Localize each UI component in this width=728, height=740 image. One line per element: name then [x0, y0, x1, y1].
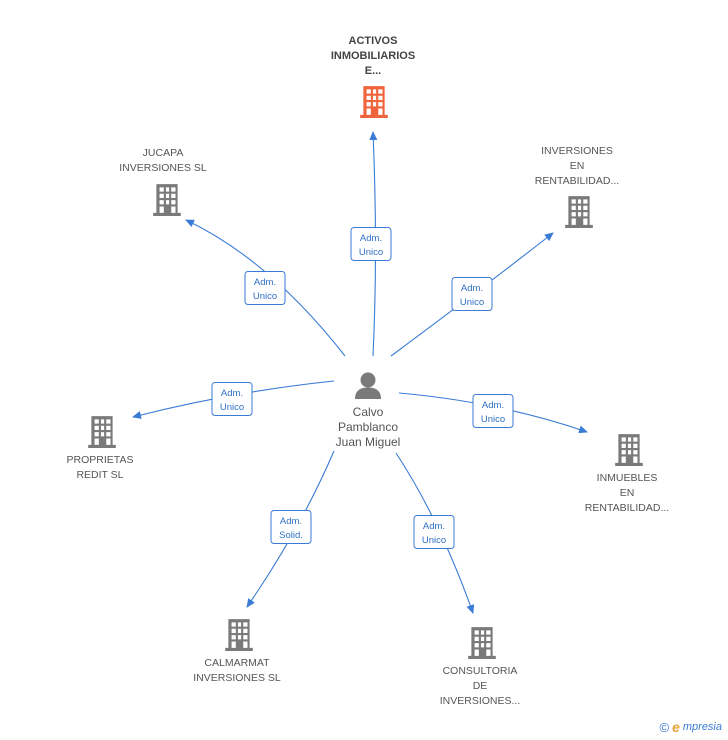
nodes-layer: ACTIVOS INMOBILIARIOS E... JUCAPA INVERSIONE…	[67, 35, 670, 707]
role-box	[413, 515, 455, 549]
role-text-line-1: Adm.	[254, 277, 276, 288]
company-node-activos[interactable]: ACTIVOS INMOBILIARIOS E...	[331, 35, 415, 118]
role-text-line-1: Adm.	[280, 516, 302, 527]
company-name-line-2: EN	[570, 160, 585, 172]
company-name-line-1: CALMARMAT	[204, 657, 270, 669]
company-node-proprietas[interactable]: PROPRIETAS REDIT SL	[67, 416, 134, 481]
person-name-line-1: Calvo	[353, 405, 384, 419]
role-text-line-2: Unico	[460, 297, 484, 308]
building-icon	[88, 416, 116, 448]
edge-role-label-proprietas[interactable]: Adm. Unico	[211, 382, 253, 416]
role-text-line-2: Unico	[422, 535, 446, 546]
company-name-line-1: JUCAPA	[143, 147, 184, 159]
role-box	[472, 394, 514, 428]
person-name-line-3: Juan Miguel	[336, 435, 401, 449]
company-name-line-2: REDIT SL	[76, 469, 123, 481]
edge-role-label-inmuebles[interactable]: Adm. Unico	[472, 394, 514, 428]
role-text-line-1: Adm.	[360, 233, 382, 244]
company-name-line-1: INVERSIONES	[541, 145, 613, 157]
role-text-line-1: Adm.	[461, 283, 483, 294]
company-name-line-1: PROPRIETAS	[67, 454, 134, 466]
role-text-line-2: Unico	[220, 402, 244, 413]
company-name-line-3: E...	[365, 65, 382, 77]
role-box	[270, 510, 312, 544]
person-name-line-2: Pamblanco	[338, 420, 398, 434]
company-node-calmarmat[interactable]: CALMARMAT INVERSIONES SL	[193, 619, 281, 684]
building-icon	[565, 196, 593, 228]
company-node-inmuebles[interactable]: INMUEBLES EN RENTABILIDAD...	[585, 434, 669, 514]
building-icon	[615, 434, 643, 466]
edge-role-label-inversiones-rentabilidad[interactable]: Adm. Unico	[451, 277, 493, 311]
building-icon	[153, 184, 181, 216]
company-node-consultoria[interactable]: CONSULTORIA DE INVERSIONES...	[440, 627, 521, 707]
center-person[interactable]: Calvo Pamblanco Juan Miguel	[336, 372, 401, 450]
company-name-line-2: DE	[473, 680, 488, 692]
company-name-line-3: INVERSIONES...	[440, 695, 521, 707]
company-name-line-2: EN	[620, 487, 635, 499]
company-name-line-2: INMOBILIARIOS	[331, 50, 415, 62]
role-text-line-2: Unico	[253, 291, 277, 302]
brand-logo-initial: e	[672, 719, 680, 735]
role-text-line-1: Adm.	[423, 521, 445, 532]
company-name-line-1: ACTIVOS	[349, 35, 398, 47]
role-box	[350, 227, 392, 261]
building-icon	[360, 86, 388, 118]
company-name-line-3: RENTABILIDAD...	[535, 175, 619, 187]
company-node-jucapa[interactable]: JUCAPA INVERSIONES SL	[119, 147, 207, 216]
role-text-line-2: Unico	[481, 414, 505, 425]
role-box	[244, 271, 286, 305]
company-node-inversiones-rentabilidad[interactable]: INVERSIONES EN RENTABILIDAD...	[535, 145, 619, 228]
edge-role-label-jucapa[interactable]: Adm. Unico	[244, 271, 286, 305]
building-icon	[468, 627, 496, 659]
company-name-line-3: RENTABILIDAD...	[585, 502, 669, 514]
person-icon	[355, 372, 381, 399]
role-text-line-1: Adm.	[482, 400, 504, 411]
brand-logo-text: mpresia	[682, 721, 722, 733]
role-box	[211, 382, 253, 416]
copyright-icon: ©	[659, 719, 670, 735]
edge-role-label-activos[interactable]: Adm. Unico	[350, 227, 392, 261]
role-box	[451, 277, 493, 311]
role-text-line-2: Unico	[359, 247, 383, 258]
role-text-line-1: Adm.	[221, 388, 243, 399]
role-text-line-2: Solid.	[279, 530, 303, 541]
company-name-line-1: CONSULTORIA	[443, 665, 518, 677]
edge-role-label-calmarmat[interactable]: Adm. Solid.	[270, 510, 312, 544]
company-name-line-1: INMUEBLES	[597, 472, 658, 484]
building-icon	[225, 619, 253, 651]
company-name-line-2: INVERSIONES SL	[193, 672, 281, 684]
company-name-line-2: INVERSIONES SL	[119, 162, 207, 174]
edge-role-label-consultoria[interactable]: Adm. Unico	[413, 515, 455, 549]
